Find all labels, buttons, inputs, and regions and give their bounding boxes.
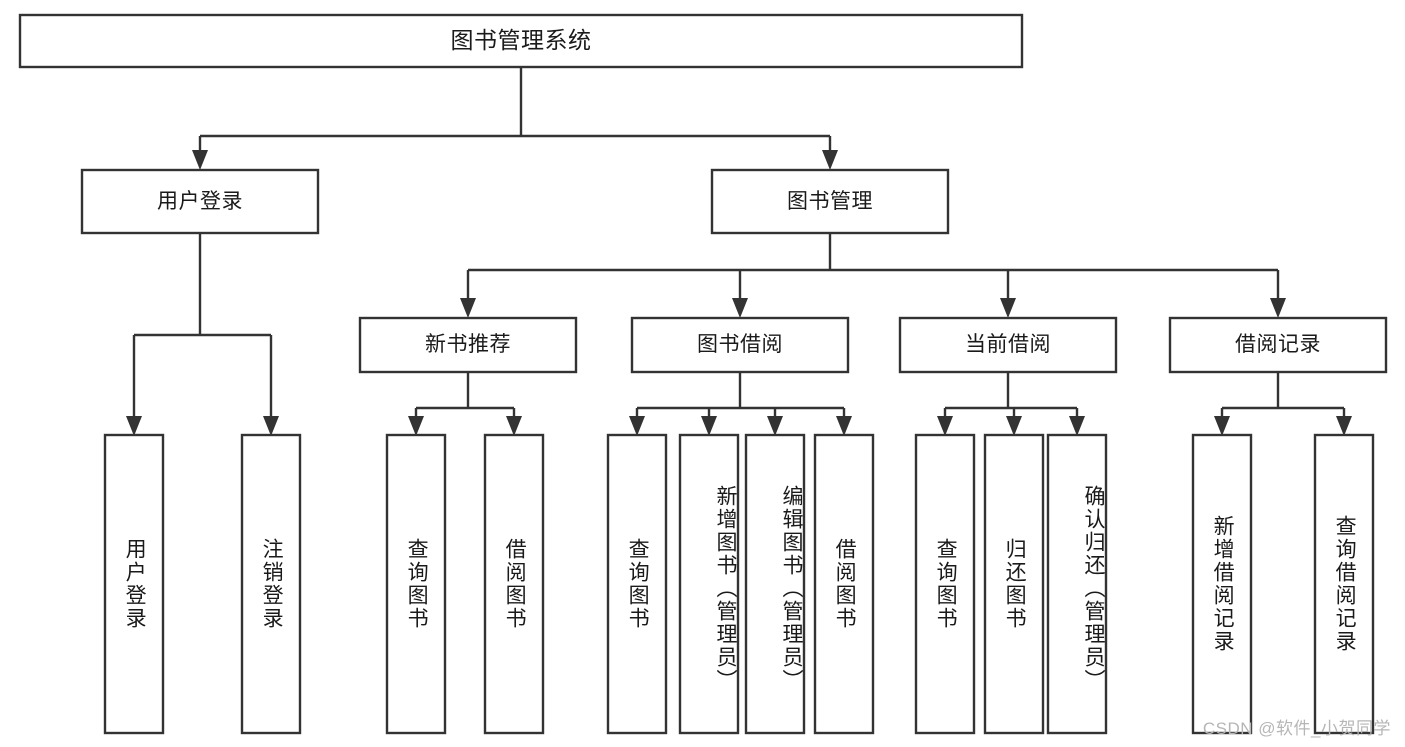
arrow-head-leaf-query-record bbox=[1336, 416, 1352, 436]
node-box-root[interactable] bbox=[18, 13, 1024, 69]
connector-group-user-login bbox=[126, 233, 279, 436]
node-box-leaf-logout[interactable] bbox=[240, 433, 302, 735]
node-box-leaf-query-book-1[interactable] bbox=[385, 433, 447, 735]
node-box-book-borrow[interactable] bbox=[630, 316, 850, 374]
node-box-leaf-query-book-2[interactable] bbox=[606, 433, 668, 735]
node-box-leaf-query-record[interactable] bbox=[1313, 433, 1375, 735]
arrow-head-leaf-query-book-1 bbox=[408, 416, 424, 436]
arrow-head-new-book-rec bbox=[460, 298, 476, 318]
arrow-head-leaf-user-login bbox=[126, 416, 142, 436]
connector-group-root bbox=[192, 67, 838, 170]
arrow-head-leaf-add-record bbox=[1214, 416, 1230, 436]
arrow-head-book-manage bbox=[822, 150, 838, 170]
arrow-head-leaf-query-book-2 bbox=[629, 416, 645, 436]
node-box-borrow-record[interactable] bbox=[1168, 316, 1388, 374]
arrow-head-borrow-record bbox=[1270, 298, 1286, 318]
node-box-leaf-query-book-3[interactable] bbox=[914, 433, 976, 735]
node-box-leaf-add-book[interactable] bbox=[678, 433, 740, 735]
connector-group-book-borrow bbox=[629, 372, 852, 436]
arrow-head-current-borrow bbox=[1000, 298, 1016, 318]
arrow-head-user-login bbox=[192, 150, 208, 170]
arrow-head-leaf-logout bbox=[263, 416, 279, 436]
arrow-head-leaf-query-book-3 bbox=[937, 416, 953, 436]
watermark-text: CSDN @软件_小贺同学 bbox=[1202, 719, 1391, 738]
node-box-leaf-confirm-return[interactable] bbox=[1046, 433, 1108, 735]
node-box-leaf-add-record[interactable] bbox=[1191, 433, 1253, 735]
arrow-head-book-borrow bbox=[732, 298, 748, 318]
arrow-head-leaf-edit-book bbox=[767, 416, 783, 436]
arrow-head-leaf-return-book bbox=[1006, 416, 1022, 436]
node-box-leaf-user-login[interactable] bbox=[103, 433, 165, 735]
arrow-head-leaf-confirm-return bbox=[1069, 416, 1085, 436]
connector-group-book-manage bbox=[460, 233, 1286, 318]
node-box-leaf-return-book[interactable] bbox=[983, 433, 1045, 735]
connector-group-current-borrow bbox=[937, 372, 1085, 436]
node-box-book-manage[interactable] bbox=[710, 168, 950, 235]
arrow-head-leaf-borrow-book-1 bbox=[506, 416, 522, 436]
arrow-head-leaf-borrow-book-2 bbox=[836, 416, 852, 436]
node-box-user-login[interactable] bbox=[80, 168, 320, 235]
node-box-current-borrow[interactable] bbox=[898, 316, 1118, 374]
node-box-leaf-borrow-book-1[interactable] bbox=[483, 433, 545, 735]
node-box-leaf-borrow-book-2[interactable] bbox=[813, 433, 875, 735]
arrow-head-leaf-add-book bbox=[701, 416, 717, 436]
node-box-leaf-edit-book[interactable] bbox=[744, 433, 806, 735]
connector-group-borrow-record bbox=[1214, 372, 1352, 436]
connector-group-new-book-rec bbox=[408, 372, 522, 436]
node-box-new-book-rec[interactable] bbox=[358, 316, 578, 374]
